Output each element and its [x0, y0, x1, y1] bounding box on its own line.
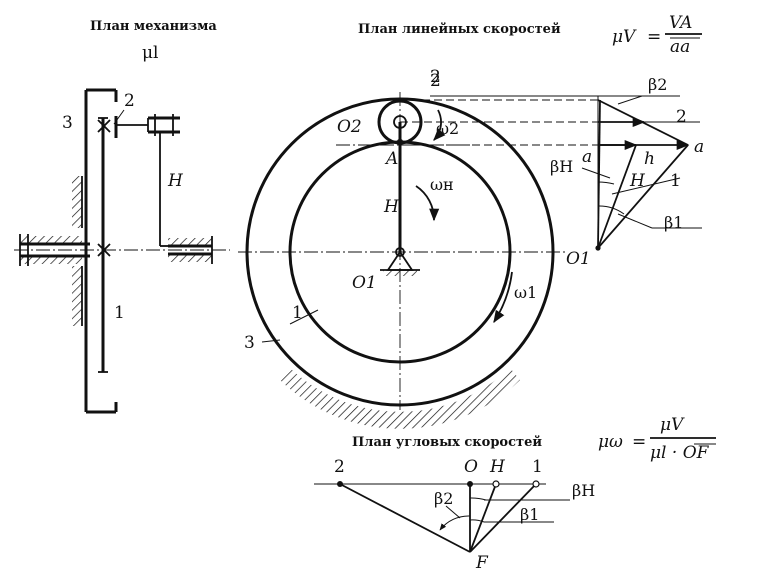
- mu-l-label: μl: [142, 43, 159, 63]
- vp-label-2-top: 2: [430, 67, 441, 87]
- vp-beta-H: βH: [550, 157, 573, 176]
- ap-label-F: F: [475, 553, 489, 572]
- linear-velocity-plan: [400, 95, 702, 251]
- gear-omega-2: ω2: [436, 119, 459, 138]
- ap-beta-1: β1: [520, 505, 539, 524]
- vp-label-2: 2: [676, 107, 687, 127]
- ap-beta-H: βH: [572, 481, 595, 500]
- ap-label-2: 2: [334, 457, 345, 477]
- mu-omega-lhs: μω: [598, 432, 623, 452]
- gear-omega-H: ωн: [430, 175, 454, 194]
- mech-label-H: H: [167, 171, 184, 191]
- gear-label-A: A: [384, 149, 398, 169]
- gear-label-H: H: [383, 197, 400, 217]
- ap-label-1: 1: [532, 457, 543, 477]
- vp-label-O1: O1: [566, 249, 591, 269]
- ap-label-H: H: [489, 457, 506, 477]
- mech-label-2-leader: [113, 109, 125, 125]
- ap-beta-2: β2: [434, 489, 453, 508]
- vp-label-h: h: [644, 149, 655, 169]
- mech-label-2: 2: [124, 91, 135, 111]
- angular-velocity-plan: [314, 480, 570, 553]
- vp-label-H: H: [629, 171, 646, 191]
- gear-label-3: 3: [244, 333, 255, 353]
- linear-velocity-plan-title: План линейных скоростей: [358, 22, 561, 37]
- gear-front-view: [238, 92, 566, 429]
- vp-label-a-right: a: [694, 137, 704, 157]
- gear-label-O2: O2: [337, 117, 362, 137]
- gear-omega-1: ω1: [514, 283, 537, 302]
- gear-label-2: 2: [430, 71, 441, 91]
- vp-label-a-left: a: [582, 147, 592, 167]
- mu-v-numerator: VA: [669, 13, 692, 33]
- gear-label-1: 1: [292, 303, 303, 323]
- mu-v-equals: =: [647, 27, 661, 47]
- mu-omega-denominator: μl · OF: [650, 443, 710, 463]
- mechanism-schematic: [14, 88, 230, 414]
- mu-omega-equals: =: [632, 432, 646, 452]
- mu-v-lhs: μV: [612, 27, 637, 47]
- mu-omega-numerator: μV: [660, 415, 685, 435]
- ap-label-O: O: [464, 457, 478, 477]
- mechanism-plan-title: План механизма: [90, 19, 217, 34]
- mech-label-3: 3: [62, 113, 73, 133]
- vp-beta-2: β2: [648, 75, 667, 94]
- angular-velocity-plan-title: План угловых скоростей: [352, 435, 542, 450]
- mu-v-denominator: aa: [670, 37, 690, 57]
- vp-label-1: 1: [670, 171, 681, 191]
- vp-beta-1: β1: [664, 213, 683, 232]
- mech-label-1: 1: [114, 303, 125, 323]
- gear-label-O1: O1: [352, 273, 377, 293]
